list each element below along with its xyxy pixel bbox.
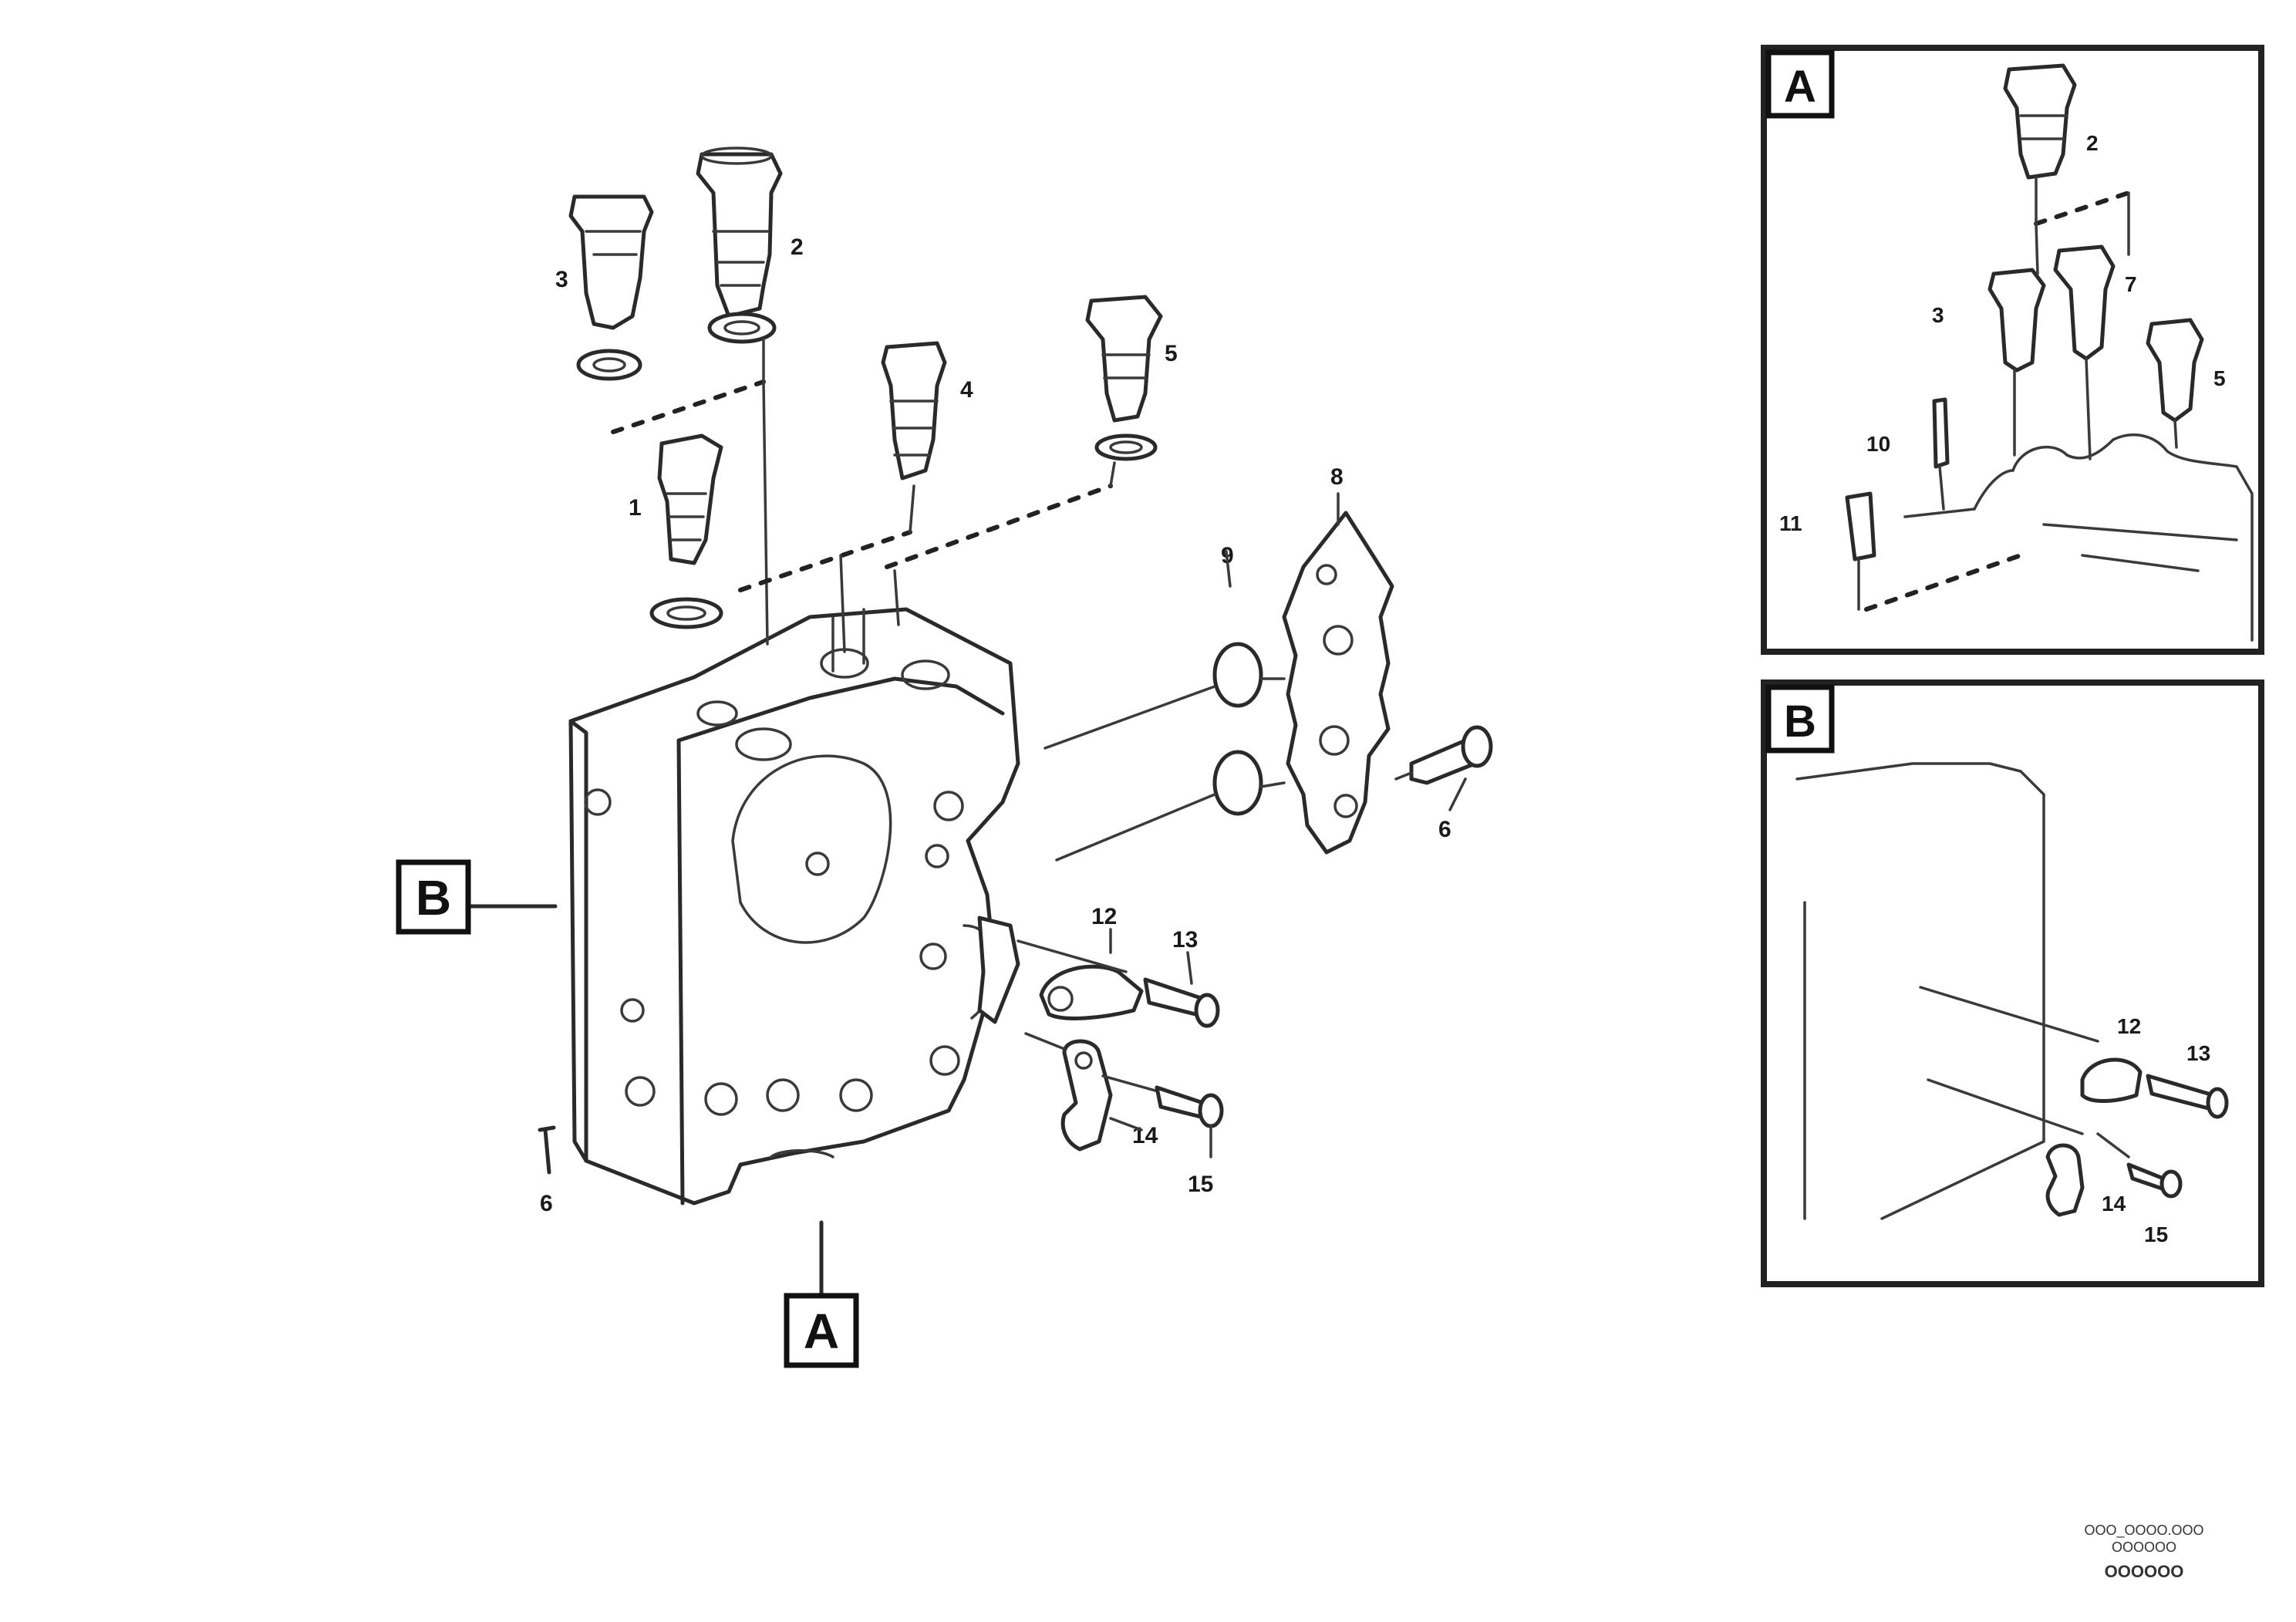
ref-box-a: A	[784, 1293, 859, 1368]
footer-number: ОООООО	[2105, 1562, 2184, 1581]
callout-6: 6	[1438, 817, 1451, 842]
bolt-13	[1143, 977, 1220, 1028]
screw-6	[1394, 725, 1493, 785]
footer-code-line-2: ОООООО	[2112, 1539, 2176, 1555]
cartridge-4	[881, 341, 947, 481]
callout-12: 12	[1091, 904, 1117, 929]
bolt-15	[1155, 1085, 1224, 1158]
ref-box-b: B	[396, 859, 471, 935]
cartridge-5	[1085, 295, 1163, 461]
callout-6-left: 6	[540, 1191, 553, 1216]
callout-15: 15	[1188, 1172, 1213, 1197]
callout-13: 13	[1172, 927, 1198, 953]
footer-code-line-1: ООО_ОООО.ООО	[2084, 1523, 2203, 1539]
ref-a-text: A	[804, 1303, 839, 1359]
detail-a-tag: A	[1784, 62, 1816, 112]
detail-a-cartridge-2	[2003, 63, 2077, 180]
detail-a-label-11: 11	[1779, 511, 1802, 535]
detail-a-fitting-11	[1845, 491, 1876, 561]
cartridge-2	[696, 147, 783, 344]
detail-b-panel: B 12 13 14 15	[1761, 679, 2264, 1287]
detail-a-label-7: 7	[2125, 272, 2137, 296]
callout-2: 2	[791, 234, 804, 260]
detail-b-fitting-12	[2080, 1057, 2143, 1103]
o-ring-9-upper	[1212, 642, 1263, 708]
detail-b-tag: B	[1784, 696, 1816, 747]
callout-5: 5	[1165, 341, 1178, 366]
ref-b-text: B	[416, 870, 451, 926]
valve-block	[568, 607, 1020, 1206]
detail-a-cartridge-3	[1988, 268, 2046, 373]
callout-1: 1	[629, 495, 642, 521]
cartridge-1	[649, 433, 723, 629]
detail-a-bolt-10	[1932, 397, 1950, 469]
o-ring-9-lower	[1212, 750, 1263, 816]
detail-a-panel: A 2 3 7 5 10 11	[1761, 45, 2264, 655]
detail-a-cartridge-5	[2146, 318, 2204, 423]
detail-b-label-14: 14	[2102, 1192, 2126, 1216]
drawing-reference-code: ООО_ОООО.ООО ОООООО ОООООО	[2084, 1523, 2203, 1581]
detail-b-label-15: 15	[2144, 1222, 2168, 1246]
main-view: B A 3 2 1 4 5 8 9 6 6 12 13 14 15	[396, 147, 1493, 1368]
detail-a-cartridge-1	[2053, 244, 2116, 361]
screw-6-left	[538, 1125, 556, 1175]
cover-plate-8	[1282, 511, 1394, 855]
detail-b-label-12: 12	[2117, 1014, 2141, 1038]
fitting-12	[977, 916, 1144, 1024]
detail-a-label-10: 10	[1866, 432, 1890, 456]
detail-b-clamp-14	[2045, 1143, 2085, 1217]
callout-4: 4	[960, 377, 973, 403]
detail-a-label-2: 2	[2086, 131, 2099, 155]
cartridge-3	[568, 194, 654, 381]
detail-a-label-3: 3	[1932, 303, 1944, 327]
detail-b-label-13: 13	[2186, 1041, 2210, 1065]
callout-8: 8	[1330, 464, 1344, 490]
detail-a-label-5: 5	[2213, 366, 2226, 390]
callout-3: 3	[555, 267, 568, 292]
